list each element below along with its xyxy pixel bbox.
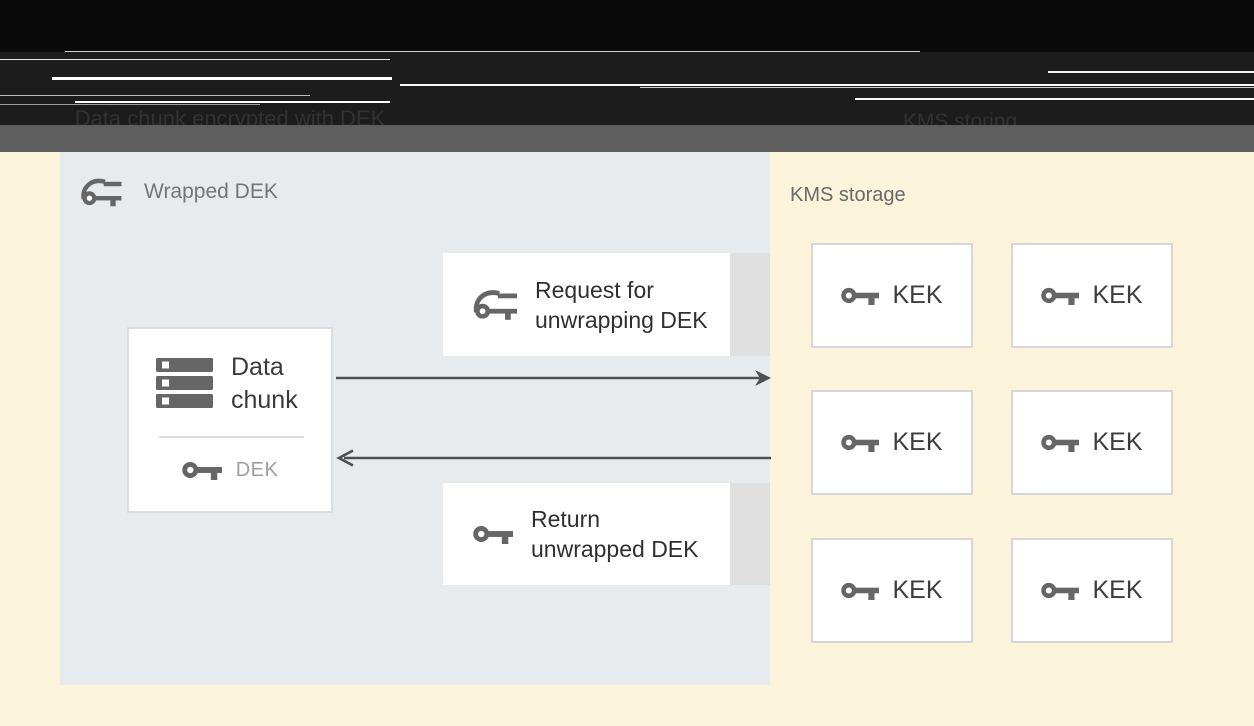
request-unwrap-box: Request for unwrapping DEK	[443, 253, 770, 356]
header-black-band	[0, 0, 1254, 52]
key-icon	[841, 287, 880, 305]
wrapped-key-icon	[80, 176, 122, 208]
key-icon	[1041, 582, 1080, 600]
key-icon	[181, 462, 222, 480]
wrapped-dek-panel: Wrapped DEK Data chunk DEK Request for u…	[60, 152, 771, 685]
kek-label: KEK	[1092, 428, 1143, 456]
key-icon	[841, 434, 880, 452]
kek-box: KEK	[811, 390, 973, 495]
return-unwrapped-box-body: Return unwrapped DEK	[443, 483, 730, 585]
return-unwrapped-label: Return unwrapped DEK	[531, 506, 699, 562]
key-icon	[1041, 287, 1080, 305]
kek-label: KEK	[892, 428, 943, 456]
kek-box: KEK	[1011, 243, 1173, 348]
request-unwrap-box-body: Request for unwrapping DEK	[443, 253, 730, 356]
diagram-canvas: Wrapped DEK Data chunk DEK Request for u…	[0, 152, 1254, 726]
kek-label: KEK	[892, 281, 943, 309]
arrow-right-icon	[336, 370, 771, 386]
kek-box: KEK	[1011, 390, 1173, 495]
data-chunk-icon	[156, 358, 213, 408]
wrapped-dek-label: Wrapped DEK	[144, 180, 278, 203]
data-chunk-box: Data chunk DEK	[127, 327, 333, 513]
gray-divider-band	[0, 125, 1254, 152]
kek-label: KEK	[1092, 281, 1143, 309]
return-unwrapped-box: Return unwrapped DEK	[443, 483, 770, 585]
wrapped-dek-header: Wrapped DEK	[80, 176, 278, 208]
data-chunk-label: Data chunk	[231, 353, 298, 414]
kms-storage-label: KMS storage	[790, 184, 906, 206]
box-side-strip	[730, 483, 770, 585]
dek-label: DEK	[235, 458, 279, 481]
kek-label: KEK	[892, 576, 943, 604]
header-caption-band: Data chunk encrypted with DEK and stored…	[0, 52, 1254, 163]
arrow-left-icon	[336, 449, 771, 467]
divider	[159, 436, 304, 438]
kek-label: KEK	[1092, 576, 1143, 604]
key-icon	[473, 526, 513, 544]
key-icon	[841, 582, 880, 600]
box-side-strip	[730, 253, 770, 356]
kek-box: KEK	[1011, 538, 1173, 643]
request-unwrap-label: Request for unwrapping DEK	[535, 276, 708, 333]
key-icon	[1041, 434, 1080, 452]
dek-row: DEK	[129, 453, 331, 487]
wrapped-key-icon	[473, 287, 517, 322]
kek-box: KEK	[811, 243, 973, 348]
kek-box: KEK	[811, 538, 973, 643]
